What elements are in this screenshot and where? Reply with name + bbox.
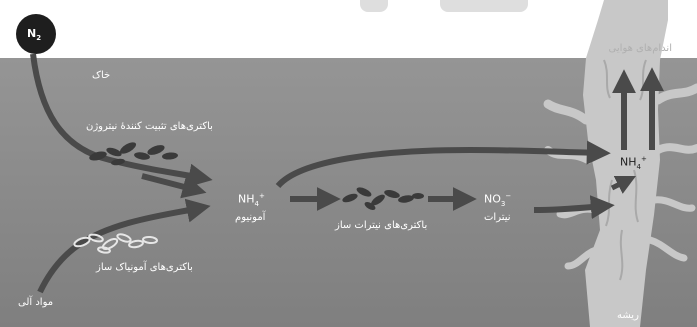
soil-label: خاک: [92, 70, 111, 81]
root-label: ریشه: [617, 310, 639, 321]
nitrate-label: نیترات: [484, 212, 511, 223]
ammonium-formula: NH4+: [238, 192, 265, 208]
ammonifying-bacteria-cluster: [73, 233, 158, 254]
air-organs-label: اندام‌های هوایی: [608, 43, 672, 54]
nitrogen-fixing-bacteria-label: باکتری‌های تثبیت کنندهٔ نیتروژن: [86, 121, 213, 132]
arrow-fixing-bacteria-to-ammonium: [141, 173, 207, 199]
root-ammonium-formula: NH4+: [620, 155, 647, 171]
arrow-root-short: [610, 175, 637, 194]
n2-label: N2: [27, 27, 42, 43]
ammonifying-bacteria-label: باکتری‌های آمونیاک ساز: [96, 262, 193, 273]
soil-layer: [0, 58, 697, 327]
arrow-ammonium-to-root: [275, 140, 611, 189]
ammonium-label: آمونیوم: [235, 212, 266, 223]
nitrifying-bacteria-cluster: [342, 187, 424, 210]
sky-band: [0, 0, 697, 58]
top-tab-shape: [360, 0, 388, 12]
nitrogen-fixing-bacteria-cluster: [89, 142, 178, 166]
top-tab-shape-2: [440, 0, 528, 12]
nitrifying-bacteria-label: باکتری‌های نیترات ساز: [335, 220, 428, 231]
organic-matter-label: مواد آلی: [18, 297, 54, 308]
arrow-nitrate-to-root: [533, 195, 615, 220]
arrow-organic-to-ammonium: [37, 198, 211, 294]
arrow-n2-to-ammonium: [30, 53, 213, 188]
n2-circle: [16, 14, 56, 54]
nitrate-formula: NO3−: [484, 192, 512, 208]
